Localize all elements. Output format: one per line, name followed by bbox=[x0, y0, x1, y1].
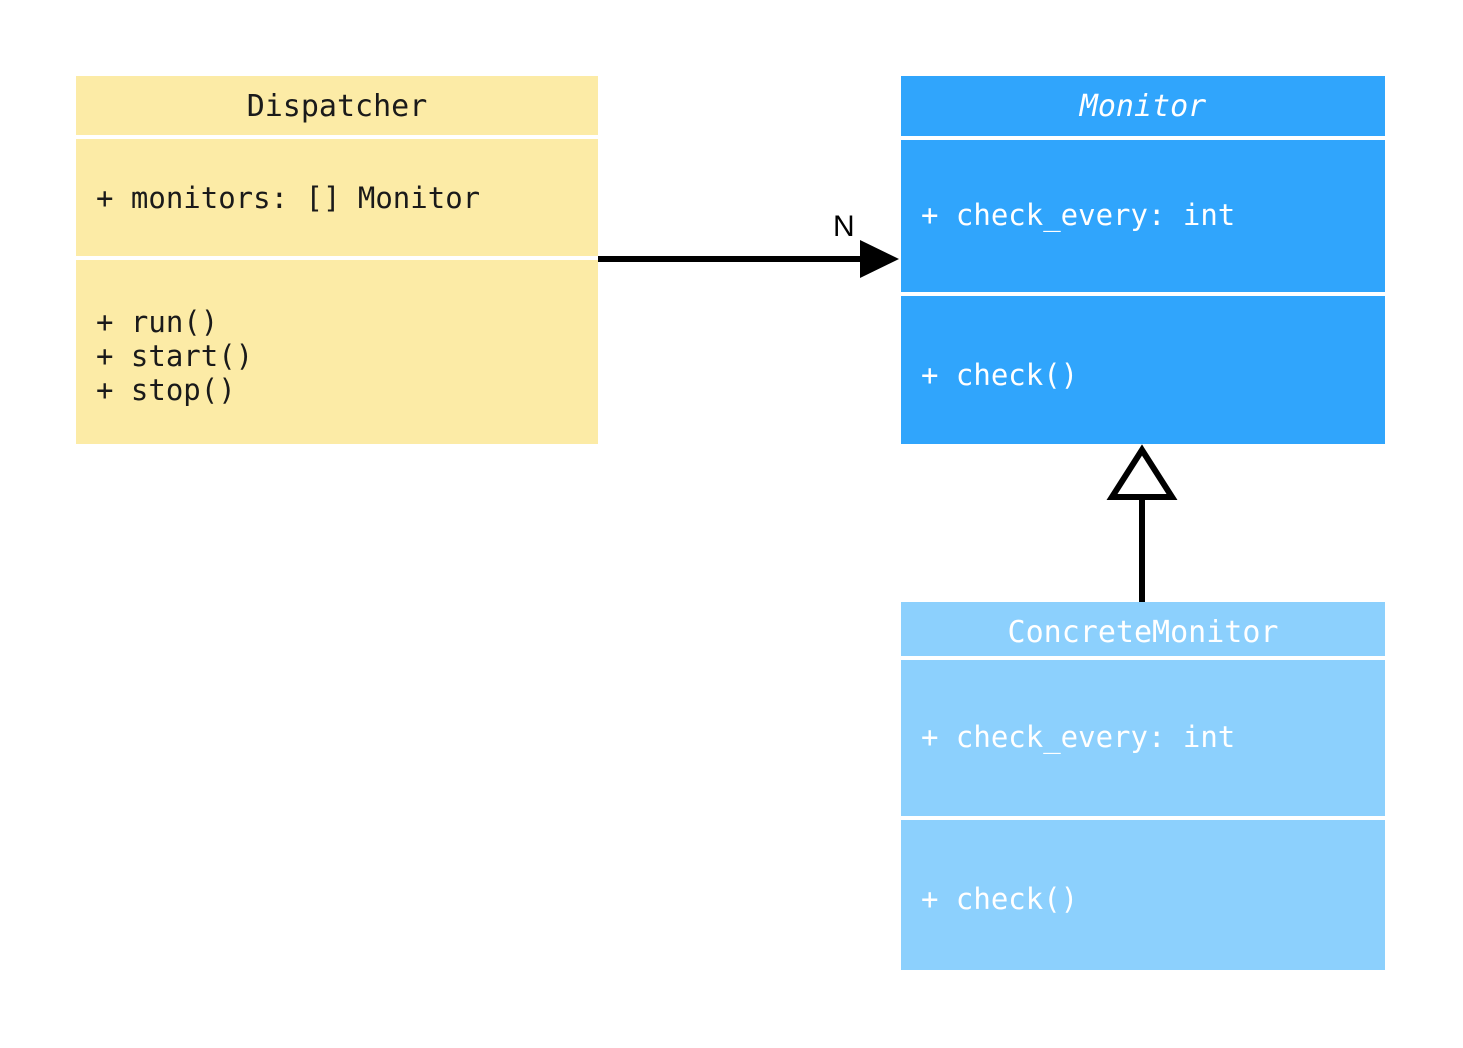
association-multiplicity-label: N bbox=[833, 210, 855, 243]
class-name-concretemonitor: ConcreteMonitor bbox=[1007, 615, 1279, 650]
attribute-list-monitor: + check_every: int bbox=[921, 198, 1236, 232]
class-methods-compartment: + run() + start() + stop() bbox=[76, 260, 598, 444]
attribute-list-dispatcher: + monitors: [] Monitor bbox=[96, 181, 481, 216]
class-methods-compartment: + check() bbox=[901, 820, 1385, 970]
class-title-compartment: ConcreteMonitor bbox=[901, 602, 1385, 656]
association-edge-dispatcher-monitor bbox=[598, 240, 899, 278]
class-attributes-compartment: + check_every: int bbox=[901, 660, 1385, 816]
uml-class-dispatcher[interactable]: Dispatcher + monitors: [] Monitor + run(… bbox=[76, 76, 598, 444]
method-list-monitor: + check() bbox=[921, 358, 1079, 392]
method-list-dispatcher: + run() + start() + stop() bbox=[96, 305, 254, 408]
class-title-compartment: Monitor bbox=[901, 76, 1385, 136]
uml-class-monitor[interactable]: Monitor + check_every: int + check() bbox=[901, 76, 1385, 444]
class-name-dispatcher: Dispatcher bbox=[246, 89, 428, 124]
generalization-hollow-triangle-icon bbox=[1106, 444, 1178, 500]
class-title-compartment: Dispatcher bbox=[76, 76, 598, 136]
uml-class-concretemonitor[interactable]: ConcreteMonitor + check_every: int + che… bbox=[901, 602, 1385, 970]
generalization-edge-concretemonitor-monitor bbox=[1106, 444, 1178, 602]
class-name-monitor: Monitor bbox=[1079, 89, 1207, 124]
class-methods-compartment: + check() bbox=[901, 296, 1385, 444]
attribute-list-concretemonitor: + check_every: int bbox=[921, 720, 1236, 754]
class-attributes-compartment: + check_every: int bbox=[901, 140, 1385, 292]
association-arrowhead-icon bbox=[860, 240, 899, 278]
method-list-concretemonitor: + check() bbox=[921, 882, 1079, 916]
class-attributes-compartment: + monitors: [] Monitor bbox=[76, 139, 598, 257]
